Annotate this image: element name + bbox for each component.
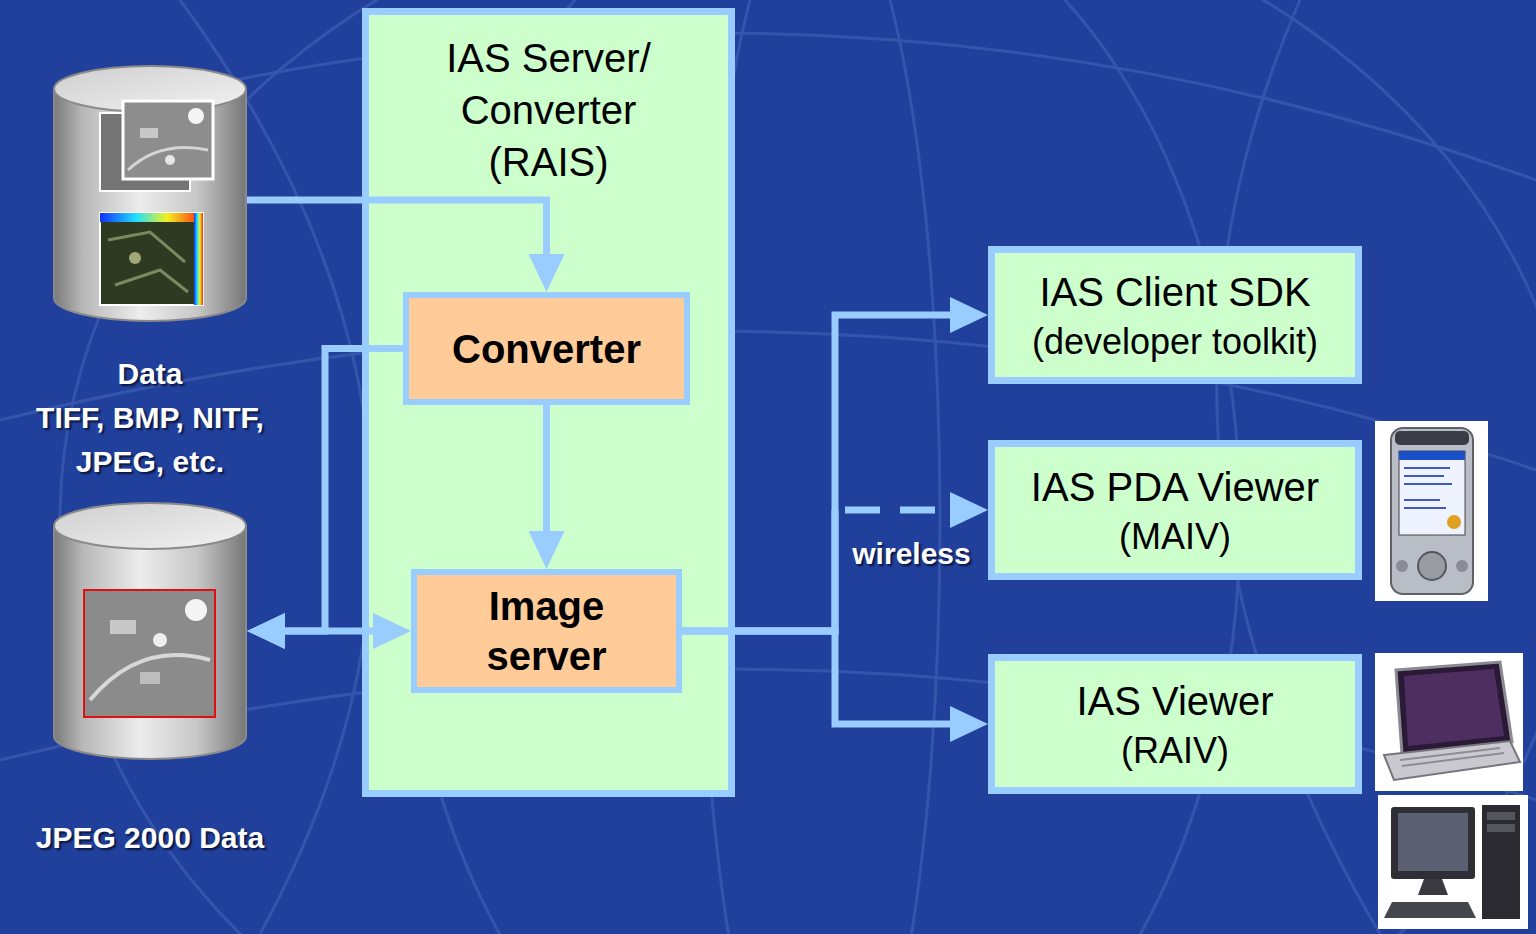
- globe-arc: [700, 0, 940, 934]
- dome: [165, 155, 175, 165]
- photo: [123, 101, 213, 179]
- jpeg2000-photo: [84, 590, 215, 717]
- laptop-base: [1384, 741, 1520, 780]
- store-label: JPEG 2000 Data: [10, 816, 290, 860]
- icon-ground: [1378, 795, 1528, 929]
- cube-edge: [100, 213, 203, 222]
- drive-bay: [1487, 824, 1515, 832]
- connector: [247, 200, 547, 272]
- cylinder-body: [54, 526, 246, 759]
- pda-button: [1418, 552, 1446, 580]
- dome: [153, 633, 167, 647]
- box-title: IAS PDA Viewer: [1031, 461, 1319, 513]
- globe-arc: [60, 33, 1536, 180]
- road: [90, 655, 210, 700]
- building: [140, 128, 158, 138]
- laptop-keys: [1400, 748, 1504, 766]
- cube-edge: [194, 213, 203, 305]
- terrain: [108, 232, 188, 292]
- store-label: Data: [10, 352, 290, 396]
- box-title: IAS Viewer: [1076, 675, 1273, 727]
- connector: [682, 315, 968, 631]
- store-caption: DataTIFF, BMP, NITF, JPEG, etc.: [10, 352, 290, 484]
- pda-titlebar: [1399, 451, 1465, 460]
- pda-top: [1395, 431, 1469, 445]
- dome: [188, 108, 204, 124]
- box-title: IAS Server/ Converter: [419, 32, 679, 136]
- icon-ground: [1375, 653, 1523, 791]
- monitor: [1391, 807, 1475, 879]
- keyboard: [1384, 902, 1476, 918]
- cylinder-body: [54, 89, 246, 321]
- photo-stack: [100, 101, 213, 191]
- process-box: Image server: [411, 569, 682, 693]
- store-caption: JPEG 2000 Data: [10, 816, 290, 860]
- photo: [100, 213, 203, 305]
- pda-lines: [1404, 468, 1452, 508]
- cylinder-top: [54, 503, 246, 549]
- pda-button: [1456, 560, 1468, 572]
- wireless-connector: [682, 510, 968, 631]
- monitor-screen: [1398, 813, 1468, 871]
- connector: [267, 349, 403, 632]
- box-subtitle: (RAIS): [419, 136, 679, 188]
- pda-button: [1396, 560, 1408, 572]
- pda-logo: [1447, 515, 1461, 529]
- box-title: Converter: [452, 324, 641, 374]
- globe-arc: [60, 0, 1536, 934]
- building: [110, 620, 136, 634]
- store-label: TIFF, BMP, NITF, JPEG, etc.: [10, 396, 290, 484]
- connector: [543, 405, 550, 549]
- pda-screen: [1399, 451, 1465, 535]
- box-subtitle: (developer toolkit): [1032, 318, 1318, 365]
- pda-body: [1391, 428, 1473, 594]
- client-box: IAS Viewer(RAIV): [988, 654, 1362, 794]
- tower: [1482, 805, 1520, 919]
- client-box: IAS PDA Viewer(MAIV): [988, 440, 1362, 580]
- road: [128, 148, 208, 171]
- process-box: Converter: [403, 292, 690, 405]
- desktop-icon: [1378, 795, 1528, 929]
- building: [140, 672, 160, 684]
- spectral-cube: [100, 213, 203, 305]
- box-title: IAS Client SDK: [1039, 266, 1310, 318]
- connector: [267, 628, 391, 635]
- client-box: IAS Client SDK(developer toolkit): [988, 246, 1362, 384]
- box-subtitle: (MAIV): [1119, 513, 1231, 560]
- icon-ground: [1375, 421, 1488, 601]
- dome: [185, 599, 207, 621]
- pda-icon: [1375, 421, 1488, 601]
- connector: [682, 631, 968, 724]
- laptop-screen: [1396, 662, 1512, 754]
- drive-bay: [1487, 812, 1515, 820]
- laptop-panel: [1404, 669, 1504, 746]
- laptop-icon: [1375, 653, 1523, 791]
- terrain: [129, 252, 141, 264]
- server-box: IAS Server/ Converter(RAIS) ConverterImag…: [362, 8, 735, 797]
- connector-label: wireless: [832, 532, 992, 576]
- monitor-stand: [1418, 879, 1448, 895]
- box-subtitle: (RAIV): [1121, 727, 1229, 774]
- photo: [84, 590, 215, 717]
- box-title: Image server: [459, 581, 634, 681]
